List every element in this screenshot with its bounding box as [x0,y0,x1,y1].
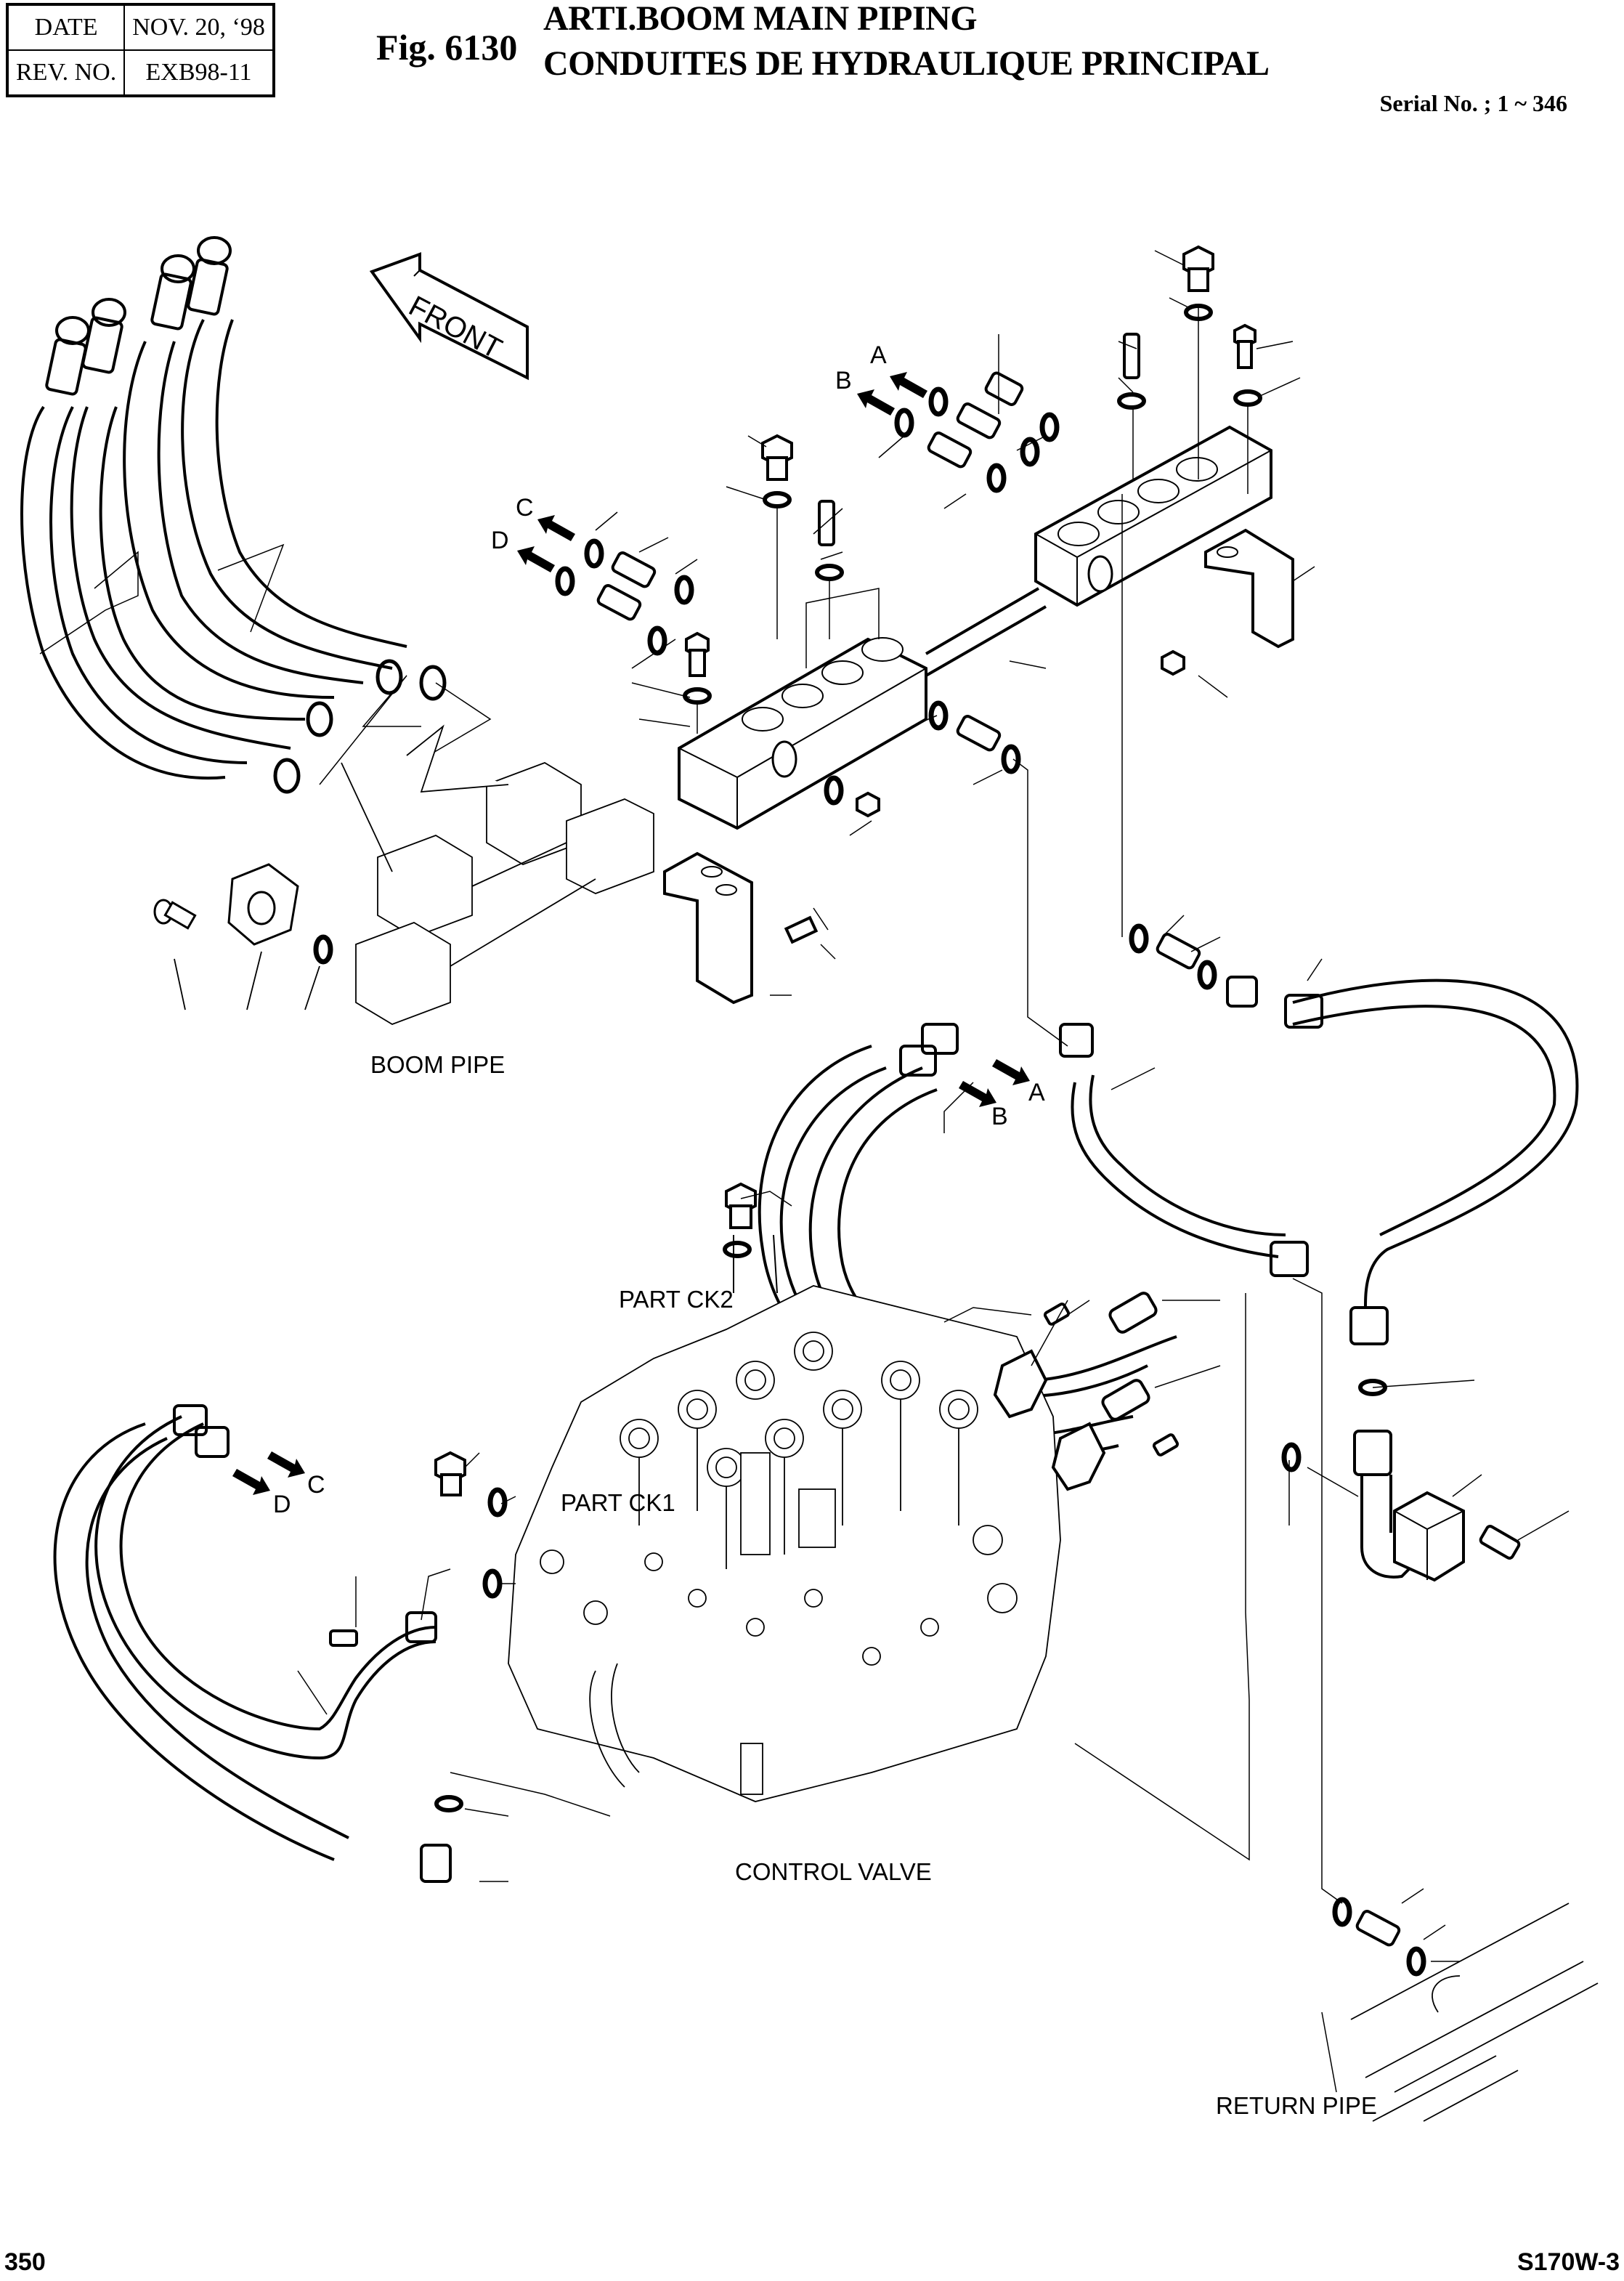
label-part-ck2: PART CK2 [619,1286,734,1313]
pipe-line-to-manifold [1059,1023,1309,1277]
label-control-valve: CONTROL VALVE [735,1858,932,1885]
marker-d-top: D [491,527,509,554]
marker-d-low: D [273,1491,291,1518]
split-flange [153,863,299,946]
marker-c-low: C [307,1471,325,1499]
revision-table: DATE NOV. 20, ‘98 REV. NO. EXB98-11 [6,3,275,97]
marker-a-mid: A [1028,1079,1045,1106]
page-number: 350 [4,2248,46,2276]
boom-hoses [20,236,447,794]
front-direction-arrow: FRONT [369,252,529,381]
manifold-block-right [1034,425,1272,607]
boom-hose-leaders [39,543,492,785]
arrow-d-top [517,546,555,572]
adapter-fittings [596,371,1401,1947]
label-boom-pipe: BOOM PIPE [370,1051,506,1078]
arrow-d-low [232,1469,270,1495]
return-hose [1226,976,1579,1345]
arrow-a-mid [992,1059,1030,1085]
lower-left-hoses [53,1404,452,1883]
figure-number: Fig. 6130 [376,27,518,68]
label-part-ck1: PART CK1 [561,1489,675,1516]
boom-pipe-assembly [174,724,654,1025]
marker-c-top: C [516,494,534,522]
manifold-fasteners [685,245,1256,944]
control-valve [508,1285,1061,1802]
serial-range: Serial No. ; 1 ~ 346 [1379,90,1567,116]
rev-label: REV. NO. [6,49,126,97]
mounting-bracket-right [1204,528,1294,649]
rev-value: EXB98-11 [123,49,275,97]
return-pipe [1350,1903,1599,2122]
marker-b-top: B [835,367,852,394]
arrow-c-low [267,1451,305,1478]
leader-lines [297,250,1570,2093]
arrow-b-top [857,389,895,416]
marker-a-top: A [870,341,887,369]
model-number: S170W-3 [1517,2248,1620,2276]
date-value: NOV. 20, ‘98 [123,4,275,51]
marker-b-mid: B [991,1103,1008,1130]
date-label: DATE [6,4,126,51]
title-french: CONDUITES DE HYDRAULIQUE PRINCIPAL [543,44,1270,83]
label-return-pipe: RETURN PIPE [1216,2092,1377,2119]
title-english: ARTI.BOOM MAIN PIPING [543,0,978,38]
arrow-c-top [537,515,575,541]
mounting-bracket-left [663,851,753,1005]
elbow-block [1353,1430,1521,1582]
manifold-block-left [678,637,927,830]
ck2-fittings [434,1182,1180,1496]
connecting-tube [925,587,1047,677]
ck2-hose-details [733,1234,778,1294]
arrow-a-top [890,372,927,398]
